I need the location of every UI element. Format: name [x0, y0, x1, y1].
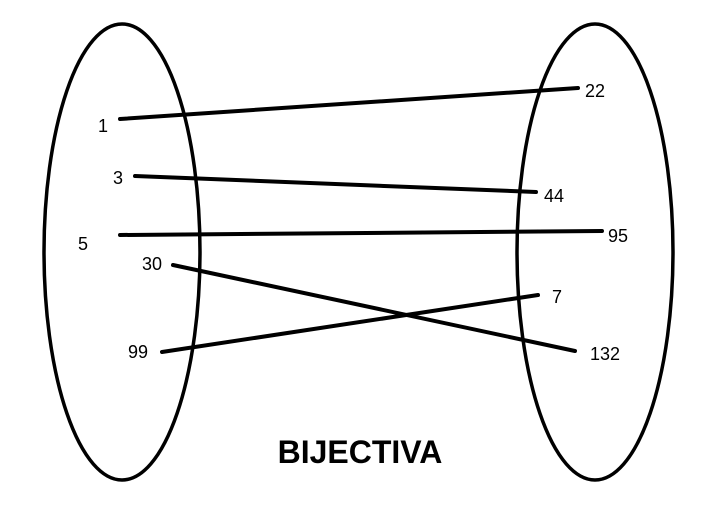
- mapping-lines: [118, 86, 604, 354]
- mapping-line-5-to-95: [118, 229, 604, 237]
- domain-element-3: 3: [113, 168, 123, 188]
- codomain-element-132: 132: [590, 344, 620, 364]
- codomain-element-44: 44: [544, 186, 564, 206]
- domain-set-oval: [42, 22, 202, 482]
- mapping-line-3-to-44: [133, 174, 538, 194]
- codomain-element-7: 7: [552, 287, 562, 307]
- domain-element-1: 1: [98, 116, 108, 136]
- domain-element-30: 30: [142, 254, 162, 274]
- codomain-element-95: 95: [608, 226, 628, 246]
- mapping-line-30-to-132: [171, 263, 577, 353]
- mapping-line-99-to-7: [160, 293, 540, 354]
- codomain-element-22: 22: [585, 81, 605, 101]
- codomain-set-oval: [515, 22, 675, 482]
- diagram-title: BIJECTIVA: [277, 434, 443, 470]
- domain-element-99: 99: [128, 342, 148, 362]
- domain-element-5: 5: [78, 234, 88, 254]
- mapping-line-1-to-22: [118, 86, 580, 121]
